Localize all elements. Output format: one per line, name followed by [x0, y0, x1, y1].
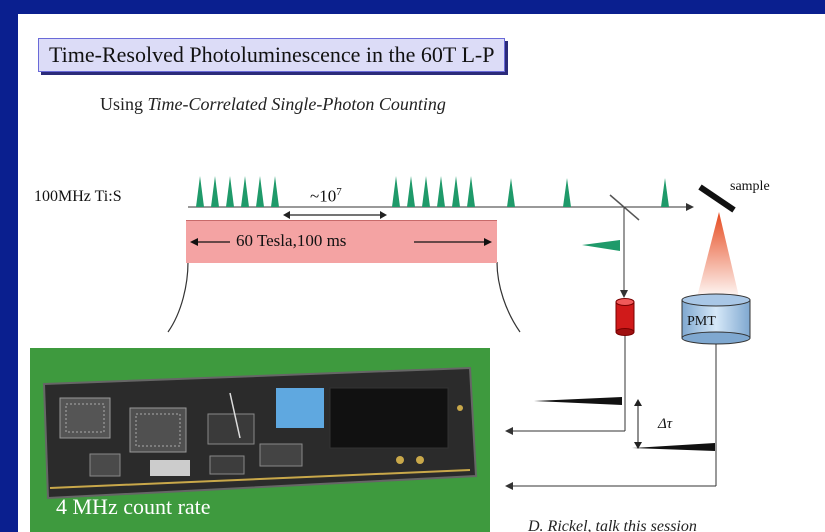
- laser-pulse: [437, 176, 445, 207]
- pulse-gap-label: ~107: [310, 186, 342, 207]
- delay-label: Δτ: [658, 416, 673, 432]
- sample-label: sample: [730, 179, 770, 194]
- picked-pulse: [563, 178, 571, 207]
- pulse-train-left: [196, 176, 279, 207]
- field-envelope-right: [496, 261, 521, 333]
- pulse-gap-base: ~10: [310, 186, 337, 206]
- slide-subtitle: Using Time-Correlated Single-Photon Coun…: [100, 94, 446, 115]
- laser-pulse: [196, 176, 204, 207]
- tcspc-card-photo: 4 MHz count rate: [30, 348, 490, 532]
- magnetic-field-label: 60 Tesla,100 ms: [236, 231, 347, 250]
- emission-cone: [696, 212, 740, 301]
- subtitle-method: Time-Correlated Single-Photon Counting: [147, 94, 446, 114]
- pmt-arrowhead: [505, 482, 513, 490]
- picked-pulse: [661, 178, 669, 207]
- laser-label: 100MHz Ti:S: [34, 188, 122, 205]
- reference-pulse: [582, 240, 620, 251]
- field-envelope-left: [167, 261, 189, 333]
- delay-arrowhead-bottom: [634, 442, 642, 449]
- magnetic-field-bar: 60 Tesla,100 ms: [186, 220, 497, 263]
- pulse-gap-exponent: 7: [336, 186, 342, 198]
- sample-plate: [698, 184, 736, 213]
- field-bar-arrows: [190, 238, 492, 246]
- photodiode: [615, 298, 635, 336]
- laser-pulse: [226, 176, 234, 207]
- gap-arrowhead-right: [380, 211, 387, 219]
- picked-pulse: [507, 178, 515, 207]
- beam-arrowhead: [686, 203, 694, 211]
- reference-beam-arrowhead: [620, 290, 628, 298]
- pulse-train-right: [392, 176, 475, 207]
- subtitle-prefix: Using: [100, 94, 148, 114]
- slide-title: Time-Resolved Photoluminescence in the 6…: [38, 38, 506, 72]
- laser-pulse: [407, 176, 415, 207]
- slide: Time-Resolved Photoluminescence in the 6…: [18, 14, 825, 532]
- laser-pulse: [422, 176, 430, 207]
- stop-pulse: [632, 443, 715, 451]
- count-rate-label: 4 MHz count rate: [56, 494, 211, 519]
- gap-arrowhead-left: [283, 211, 290, 219]
- laser-pulse: [241, 176, 249, 207]
- start-pulse: [534, 397, 622, 405]
- pmt-label: PMT: [687, 314, 716, 329]
- laser-pulse: [211, 176, 219, 207]
- setup-diagram: [167, 176, 751, 490]
- photodiode-arrowhead: [505, 427, 513, 435]
- pmt-detector: [681, 293, 751, 345]
- laser-pulse: [271, 176, 279, 207]
- laser-pulse: [467, 176, 475, 207]
- laser-pulse: [452, 176, 460, 207]
- credit-note: D. Rickel, talk this session: [528, 518, 697, 532]
- circuit-board-image: [42, 366, 478, 500]
- laser-pulse: [256, 176, 264, 207]
- delay-arrowhead-top: [634, 399, 642, 406]
- laser-pulse: [392, 176, 400, 207]
